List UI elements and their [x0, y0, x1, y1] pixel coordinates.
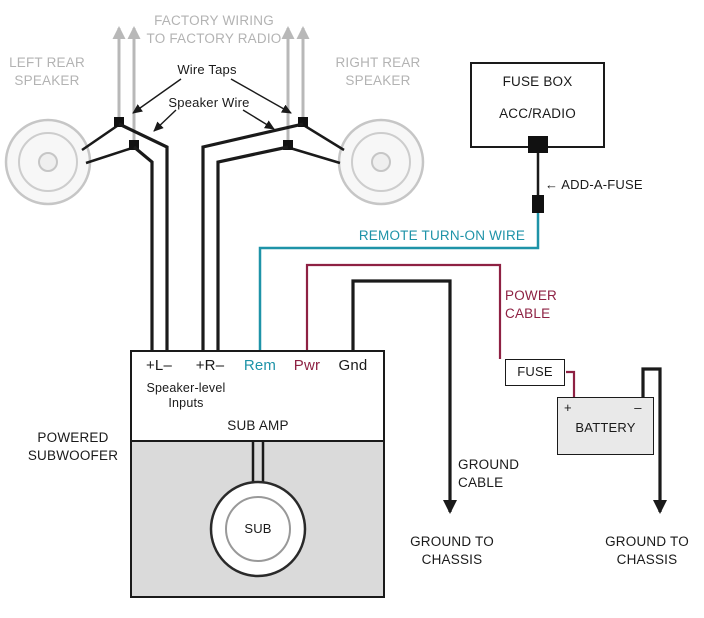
add-a-fuse-label: ← ADD-A-FUSE: [545, 177, 643, 192]
add-a-fuse-holder: [532, 195, 544, 213]
wire-tap: [298, 117, 308, 127]
right-rear-speaker-label-1: RIGHT REAR: [335, 55, 421, 70]
factory-speaker-wire: [81, 124, 118, 152]
fuse-box-circuit-label: ACC/RADIO: [499, 106, 576, 121]
speaker-wire-label: Speaker Wire: [168, 95, 250, 110]
sub-amp-box: [130, 350, 385, 442]
factory-speaker-wire: [85, 146, 133, 165]
speaker-center: [38, 152, 58, 172]
speaker-level-inputs-label-1: Speaker-level: [146, 381, 226, 395]
ground-to-chassis-label-amp-2: CHASSIS: [421, 552, 483, 567]
factory-wiring-label-2: TO FACTORY RADIO: [146, 31, 282, 46]
sub-amp-label: SUB AMP: [227, 418, 289, 433]
wire-tap: [114, 117, 124, 127]
power-cable-label-2: CABLE: [505, 306, 551, 321]
battery-plus-label: +: [564, 400, 572, 415]
factory-wiring-label-1: FACTORY WIRING: [154, 13, 274, 28]
fuse-box-title: FUSE BOX: [502, 74, 573, 89]
speaker-wire-left-2: [132, 145, 154, 350]
right-rear-speaker-label-2: SPEAKER: [345, 73, 411, 88]
inline-fuse-label: FUSE: [517, 364, 553, 379]
battery-minus-label: –: [634, 400, 642, 415]
speaker-mid: [18, 132, 78, 192]
left-rear-speaker-label-1: LEFT REAR: [9, 55, 85, 70]
speaker-level-inputs-label-2: Inputs: [168, 396, 204, 410]
ground-cable-label-1: GROUND: [458, 457, 520, 472]
left-rear-speaker-label-2: SPEAKER: [14, 73, 80, 88]
inline-fuse-box: [505, 359, 565, 386]
speaker-wire-pointer-right: [242, 109, 275, 130]
wire-tap: [283, 140, 293, 150]
ground-to-chassis-label-battery-2: CHASSIS: [616, 552, 678, 567]
speaker-wire-left-1: [118, 122, 169, 350]
sub-label: SUB: [244, 521, 272, 536]
speaker-wire-right-2: [216, 145, 289, 350]
ground-to-chassis-label-battery-1: GROUND TO: [605, 534, 689, 549]
wire-tap: [129, 140, 139, 150]
amp-terminal-left: +L–: [145, 357, 173, 374]
speaker-outer: [4, 118, 92, 206]
speaker-center: [371, 152, 391, 172]
left-rear-speaker-icon: [4, 118, 92, 206]
power-cable-wire: [305, 263, 502, 359]
amp-terminal-ground: Gnd: [338, 357, 368, 374]
speaker-wire-pointer-left: [153, 109, 177, 132]
right-rear-speaker-icon: [337, 118, 425, 206]
power-cable-label-1: POWER: [505, 288, 558, 303]
powered-subwoofer-label-2: SUBWOOFER: [27, 448, 119, 463]
speaker-wire-right-1: [201, 122, 304, 350]
fuse-box: [470, 62, 605, 148]
wire-taps-label: Wire Taps: [177, 62, 237, 77]
factory-speaker-wire: [289, 146, 341, 165]
amp-terminal-remote: Rem: [243, 357, 277, 374]
amp-terminal-power: Pwr: [293, 357, 321, 374]
amp-terminal-right: +R–: [195, 357, 225, 374]
powered-subwoofer-label-1: POWERED: [37, 430, 109, 445]
ground-to-chassis-label-amp-1: GROUND TO: [410, 534, 494, 549]
remote-turn-on-label: REMOTE TURN-ON WIRE: [358, 228, 526, 243]
fuse-to-battery-wire: [566, 370, 576, 397]
speaker-mid: [351, 132, 411, 192]
battery-label: BATTERY: [575, 420, 636, 435]
factory-speaker-wire: [304, 124, 345, 152]
subwoofer-enclosure: [130, 440, 385, 598]
speaker-outer: [337, 118, 425, 206]
ground-cable-label-2: CABLE: [458, 475, 504, 490]
